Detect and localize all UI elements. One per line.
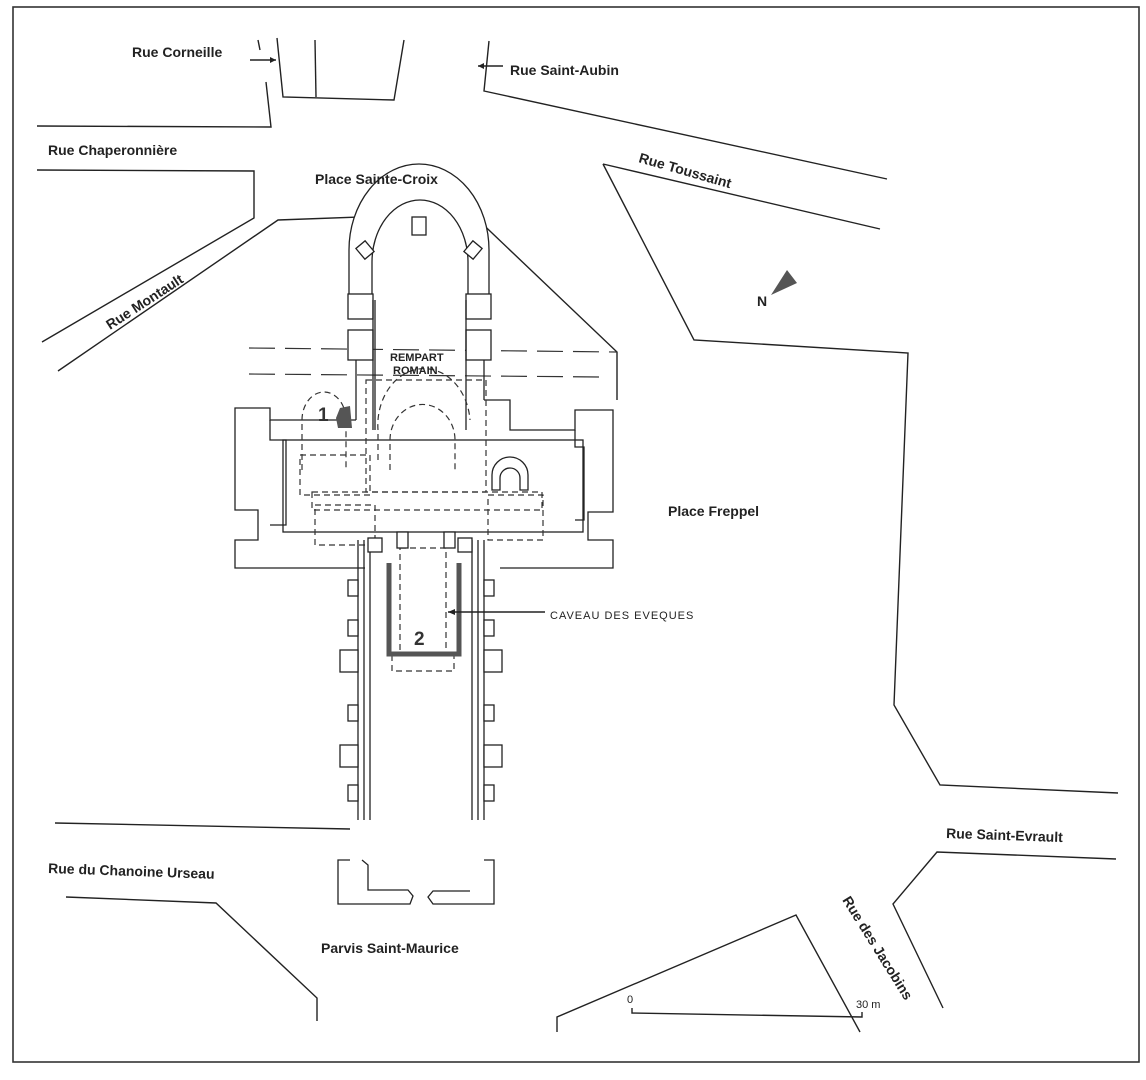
facade-tower-east — [427, 859, 495, 905]
caveau-walls — [386, 563, 462, 657]
map-frame — [12, 6, 1140, 1063]
caveau-leader — [448, 609, 545, 615]
label-rue-du-chanoine-urseau: Rue du Chanoine Urseau — [48, 860, 215, 882]
facade-tower-west — [337, 859, 414, 905]
block-urseau-north — [54, 822, 351, 830]
north-label: N — [757, 293, 767, 309]
label-place-sainte-croix: Place Sainte-Croix — [315, 171, 438, 187]
cathedral-plan — [234, 163, 614, 905]
transept-east — [484, 399, 614, 569]
chapel-1-fill — [336, 406, 352, 428]
label-rue-montault: Rue Montault — [103, 271, 186, 333]
label-rempart: REMPART — [390, 352, 444, 364]
block-northwest — [36, 81, 272, 128]
block-chaperonniere-south — [36, 169, 255, 343]
marker-1: 1 — [318, 405, 329, 426]
apse-inner — [371, 199, 469, 300]
block-north-center-edge — [314, 39, 317, 98]
north-arrow: N — [757, 270, 797, 309]
label-place-freppel: Place Freppel — [668, 503, 759, 519]
label-romain: ROMAIN — [393, 365, 438, 377]
block-northeast — [483, 40, 888, 180]
scale-bar: 0 30 m — [627, 994, 880, 1018]
label-parvis-saint-maurice: Parvis Saint-Maurice — [321, 940, 459, 956]
north-arrow-icon — [771, 270, 797, 295]
street-outlines — [36, 37, 1119, 1033]
label-rue-toussaint: Rue Toussaint — [637, 150, 733, 192]
scale-bar-line — [631, 1008, 863, 1018]
label-rue-des-jacobins: Rue des Jacobins — [839, 893, 916, 1003]
chapel-1-outline — [301, 391, 347, 470]
scale-end-label: 30 m — [856, 999, 880, 1011]
roman-rampart-lines — [248, 347, 618, 378]
scale-start-label: 0 — [627, 994, 633, 1006]
block-saint-evrault — [892, 851, 1117, 1009]
label-rue-corneille: Rue Corneille — [132, 44, 222, 60]
label-rue-saint-evrault: Rue Saint-Evrault — [946, 825, 1064, 845]
marker-2: 2 — [414, 629, 425, 650]
block-jacobins-west — [556, 914, 861, 1033]
label-rue-saint-aubin: Rue Saint-Aubin — [510, 62, 619, 78]
block-north-center — [276, 37, 405, 101]
block-toussaint — [602, 163, 881, 230]
saint-aubin-arrow-icon — [478, 63, 503, 69]
label-caveau-des-eveques: CAVEAU DES EVEQUES — [550, 610, 694, 622]
corneille-arrow-icon — [250, 39, 276, 63]
transept-west — [234, 407, 365, 569]
label-rue-chaperonniere: Rue Chaperonnière — [48, 142, 177, 158]
block-place-freppel-east — [602, 163, 1119, 794]
block-urseau-south — [65, 896, 318, 1021]
